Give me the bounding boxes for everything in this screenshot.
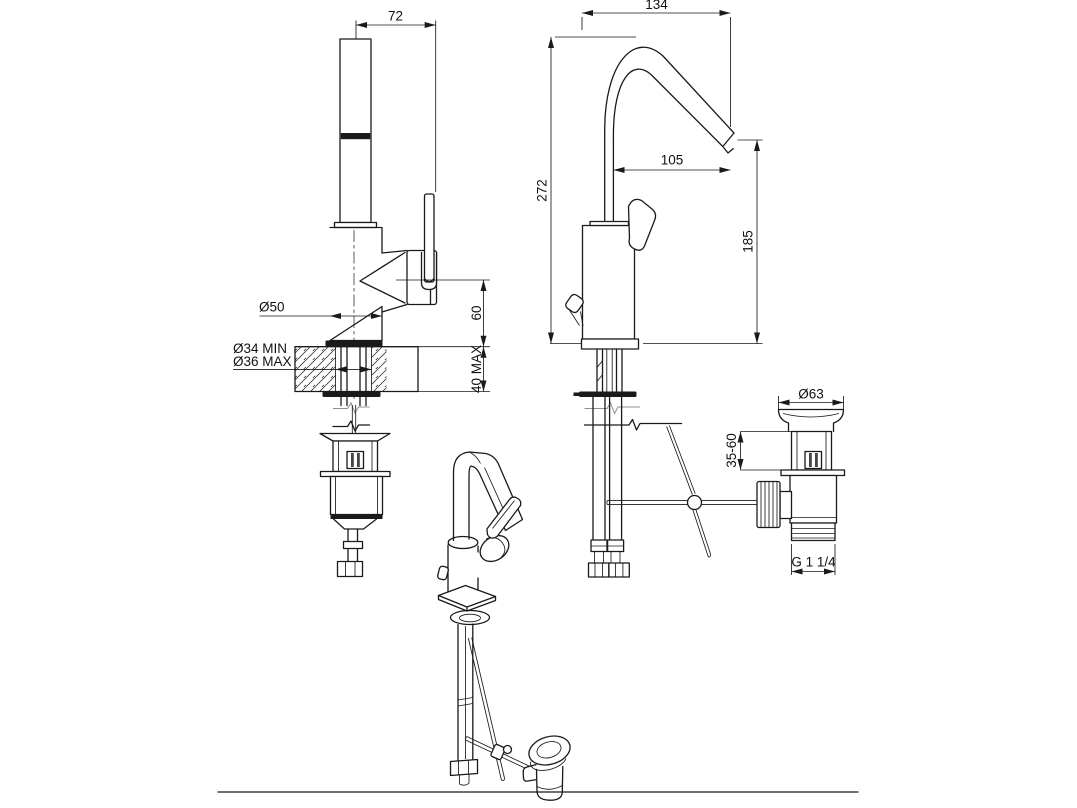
waste-seal-band bbox=[330, 514, 383, 519]
spout-riser bbox=[604, 129, 615, 223]
iso-lock-nut bbox=[449, 758, 479, 777]
drain-detail: Ø63 35-60 G 1 1/4 bbox=[724, 387, 846, 575]
drain-upper-body bbox=[790, 430, 833, 471]
spout-ring-band bbox=[340, 133, 371, 140]
base-flange bbox=[325, 340, 383, 347]
dim-label-g114: G 1 1/4 bbox=[791, 555, 836, 570]
dim-outlet-height: 60 bbox=[396, 279, 490, 348]
drain-knurled-knob bbox=[756, 480, 793, 529]
base-flange-front bbox=[580, 338, 640, 350]
threaded-shank bbox=[596, 348, 623, 393]
dim-label-40max: 40 MAX bbox=[469, 345, 484, 393]
dim-outlet-offset: 105 bbox=[613, 153, 731, 173]
iso-spout-collar bbox=[447, 535, 479, 550]
drain-tailpiece bbox=[790, 522, 836, 542]
iso-drain-rim bbox=[528, 735, 571, 766]
popup-knob-front bbox=[565, 293, 584, 327]
waste-cap bbox=[319, 432, 391, 442]
front-view: 134 272 105 185 bbox=[535, 0, 763, 578]
spout-outlet bbox=[722, 132, 735, 154]
iso-rod-clamp bbox=[490, 743, 506, 761]
iso-shank bbox=[457, 623, 474, 762]
dim-spout-offset: 72 bbox=[355, 9, 437, 192]
spout-outer-curve bbox=[604, 46, 735, 134]
dim-label-d36max: Ø36 MAX bbox=[233, 354, 292, 369]
drain-lower-body bbox=[789, 474, 838, 524]
waste-nut bbox=[336, 560, 364, 578]
counter-hatch-right bbox=[371, 347, 387, 391]
handle-lever bbox=[423, 193, 435, 283]
drain-clamp-flange bbox=[780, 469, 846, 477]
dim-label-134: 134 bbox=[645, 0, 668, 12]
dim-spout-reach: 134 bbox=[581, 0, 731, 127]
cartridge-cone bbox=[359, 249, 408, 313]
break-line bbox=[333, 401, 370, 415]
front-view-hoses bbox=[587, 396, 630, 578]
iso-drain-tee bbox=[522, 763, 538, 782]
dim-label-60: 60 bbox=[469, 305, 484, 320]
dim-outlet-height-front: 185 bbox=[643, 139, 763, 344]
side-view: 72 Ø50 Ø34 MIN Ø36 MAX 60 40 MAX bbox=[233, 9, 490, 578]
iso-handle bbox=[486, 496, 522, 539]
dim-thread: G 1 1/4 bbox=[791, 544, 836, 575]
iso-clamp-screw bbox=[502, 744, 513, 755]
dim-total-height: 272 bbox=[535, 36, 636, 344]
drain-flange bbox=[777, 408, 845, 433]
break-line bbox=[332, 420, 371, 432]
isometric-view bbox=[437, 451, 571, 801]
iso-trim-ring bbox=[449, 609, 491, 626]
dim-hole-diameter: Ø34 MIN Ø36 MAX bbox=[233, 341, 372, 373]
dim-clamp-range: 35-60 bbox=[724, 431, 744, 470]
front-view-faucet bbox=[565, 46, 735, 431]
dim-label-185: 185 bbox=[741, 230, 756, 253]
hose-nut bbox=[608, 562, 630, 578]
spout-inner-curve bbox=[612, 68, 724, 148]
mixer-handle-front bbox=[627, 198, 657, 251]
dim-label-105: 105 bbox=[661, 153, 684, 168]
washer-front bbox=[579, 391, 637, 397]
dim-label-d50: Ø50 bbox=[259, 300, 285, 315]
dim-label-3560: 35-60 bbox=[724, 433, 739, 468]
backing-washer bbox=[322, 391, 381, 397]
iso-drain-body bbox=[535, 765, 564, 801]
dim-label-d63: Ø63 bbox=[798, 387, 824, 402]
front-view-popup-rod bbox=[606, 425, 757, 558]
rod-ball-joint bbox=[686, 494, 703, 511]
dim-label-272: 272 bbox=[535, 179, 550, 202]
iso-drain bbox=[522, 735, 571, 801]
faucet-body-front bbox=[581, 224, 636, 340]
hose-nut bbox=[587, 562, 610, 578]
dim-label-72: 72 bbox=[388, 9, 403, 24]
dim-deck-thickness: 40 MAX bbox=[418, 345, 490, 393]
iso-popup-knob bbox=[437, 565, 449, 581]
side-view-popup-waste bbox=[319, 432, 391, 578]
supply-hoses bbox=[592, 396, 623, 541]
dim-body-diameter: Ø50 bbox=[259, 300, 382, 319]
dim-label-d34min: Ø34 MIN bbox=[233, 341, 287, 356]
